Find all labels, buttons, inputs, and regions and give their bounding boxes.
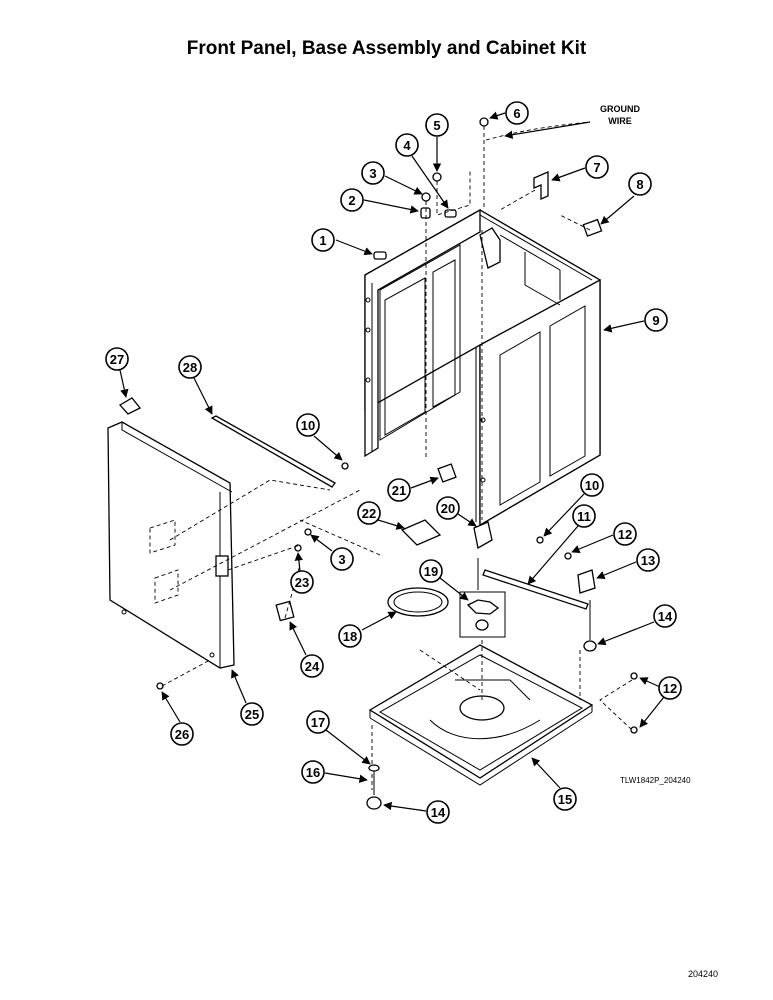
callout-1: 1	[311, 228, 373, 256]
svg-text:5: 5	[433, 118, 440, 133]
svg-text:17: 17	[311, 715, 325, 730]
callout-10-right: 10	[543, 473, 604, 537]
callout-18: 18	[338, 611, 397, 648]
callout-21: 21	[387, 476, 439, 502]
callout-3-mid: 3	[310, 534, 354, 571]
svg-text:21: 21	[392, 483, 406, 498]
callout-9: 9	[603, 308, 668, 333]
svg-text:12: 12	[618, 527, 632, 542]
page-title: Front Panel, Base Assembly and Cabinet K…	[186, 38, 587, 59]
svg-text:3: 3	[338, 552, 345, 567]
ground-wire-label-1: GROUND	[600, 104, 640, 114]
svg-text:10: 10	[585, 478, 599, 493]
ground-wire-label-2: WIRE	[608, 116, 632, 126]
callout-24: 24	[289, 621, 324, 678]
top-hardware	[373, 117, 603, 260]
svg-text:6: 6	[513, 106, 520, 121]
svg-text:22: 22	[362, 506, 376, 521]
svg-text:28: 28	[183, 360, 197, 375]
callout-20: 20	[436, 496, 477, 527]
cabinet	[364, 208, 601, 527]
svg-text:27: 27	[110, 352, 124, 367]
svg-text:16: 16	[306, 765, 320, 780]
rod-11	[482, 569, 589, 610]
callout-27: 27	[105, 347, 129, 398]
svg-text:14: 14	[431, 805, 446, 820]
svg-text:10: 10	[301, 418, 315, 433]
callout-19: 19	[419, 559, 469, 601]
callout-23: 23	[290, 552, 314, 594]
svg-text:13: 13	[641, 553, 655, 568]
callout-4: 4	[395, 133, 449, 209]
drawing-code: TLW1842P_204240	[620, 776, 691, 785]
svg-text:23: 23	[295, 575, 309, 590]
callout-17: 17	[306, 710, 371, 765]
svg-text:14: 14	[658, 609, 673, 624]
clip-27	[118, 397, 142, 415]
callout-15: 15	[531, 757, 577, 811]
callout-12-upper: 12	[571, 522, 637, 553]
svg-text:18: 18	[343, 629, 357, 644]
callout-12-lower: 12	[639, 676, 682, 728]
callout-28: 28	[178, 355, 213, 415]
svg-text:12: 12	[663, 681, 677, 696]
svg-text:19: 19	[424, 564, 438, 579]
callout-7: 7	[551, 155, 609, 182]
svg-text:4: 4	[403, 138, 411, 153]
svg-text:24: 24	[305, 659, 320, 674]
callout-8: 8	[600, 172, 652, 225]
svg-text:1: 1	[319, 233, 326, 248]
callout-2: 2	[340, 188, 419, 214]
svg-text:11: 11	[577, 509, 591, 524]
callout-6: 6	[489, 101, 529, 125]
callout-26: 26	[161, 691, 194, 746]
svg-text:3: 3	[369, 166, 376, 181]
svg-text:20: 20	[441, 501, 455, 516]
svg-text:2: 2	[348, 193, 355, 208]
front-panel	[107, 421, 235, 669]
callout-25: 25	[231, 669, 264, 726]
callout-14-right: 14	[597, 604, 677, 646]
callout-5: 5	[425, 113, 449, 172]
callout-11: 11	[527, 504, 596, 585]
callout-13: 13	[596, 548, 660, 580]
callout-16: 16	[301, 760, 368, 784]
callout-22: 22	[357, 501, 405, 530]
svg-text:26: 26	[175, 727, 189, 742]
base-assembly	[368, 644, 594, 786]
callout-10-left: 10	[296, 413, 343, 461]
svg-text:7: 7	[593, 160, 600, 175]
svg-text:15: 15	[558, 792, 572, 807]
callout-3-top: 3	[361, 161, 423, 195]
svg-text:8: 8	[636, 177, 643, 192]
page-number: 204240	[688, 969, 718, 979]
callout-14-bottom: 14	[383, 800, 450, 824]
svg-text:9: 9	[652, 313, 659, 328]
strip-28	[210, 415, 336, 488]
svg-text:25: 25	[245, 707, 259, 722]
ring-18	[387, 587, 449, 617]
